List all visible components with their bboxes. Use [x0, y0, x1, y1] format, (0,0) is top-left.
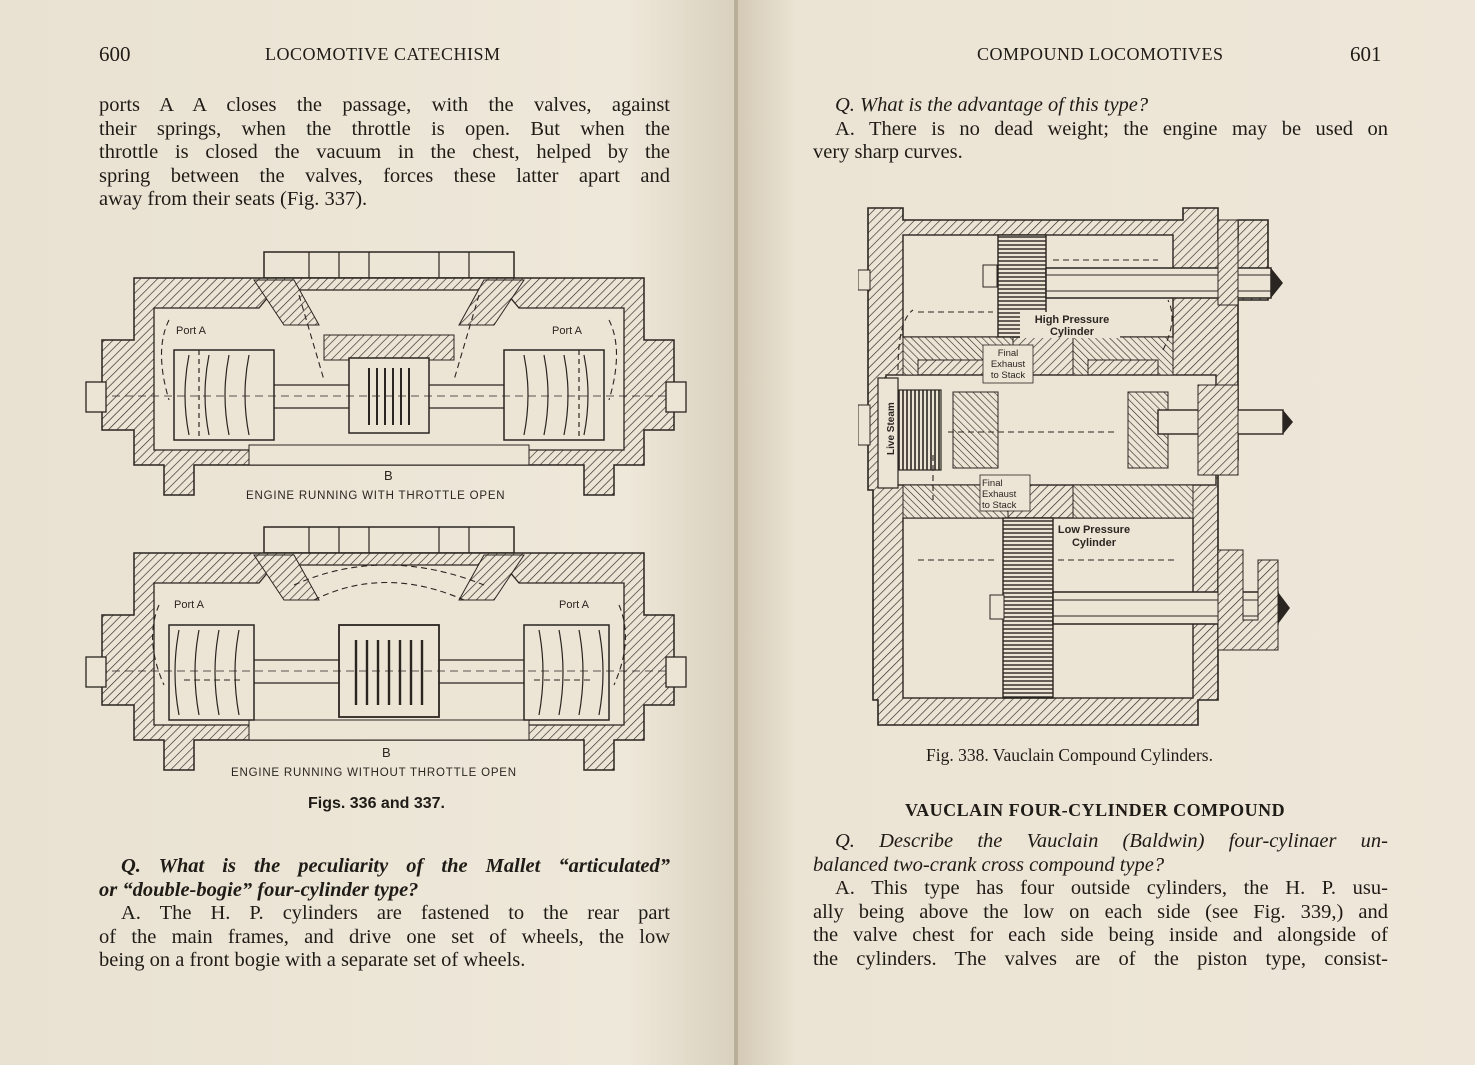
lp-cylinder-label: Low Pressure: [1058, 524, 1130, 536]
page-number: 601: [1350, 42, 1382, 66]
answer-line: the valve chest for each side being insi…: [813, 924, 1388, 946]
figure-caption: Fig. 338. Vauclain Compound Cylinders.: [926, 745, 1213, 765]
running-head: COMPOUND LOCOMOTIVES: [977, 44, 1224, 64]
final-exhaust-label: to Stack: [982, 500, 1017, 511]
figure-337-caption: ENGINE RUNNING WITHOUT THROTTLE OPEN: [231, 767, 517, 779]
paragraph: ports A A closes the passage, with the v…: [99, 94, 670, 212]
final-exhaust-label: Exhaust: [982, 489, 1017, 500]
b-label: B: [384, 468, 393, 483]
text-line: spring between the valves, forces these …: [99, 164, 670, 187]
figure-336-diagram: Port A Port A B ENGINE RUNNING WITH THRO…: [85, 251, 687, 502]
port-a-label-right: Port A: [559, 599, 590, 611]
answer-line: A. The H. P. cylinders are fastened to t…: [121, 902, 670, 924]
section-heading: VAUCLAIN FOUR-CYLINDER COMPOUND: [905, 800, 1286, 820]
lp-cylinder-label: Cylinder: [1072, 537, 1117, 549]
answer-line: of the main frames, and drive one set of…: [99, 925, 670, 948]
left-page: 600 LOCOMOTIVE CATECHISM ports A A close…: [0, 0, 738, 1065]
question-line: Q. Describe the Vauclain (Baldwin) four-…: [835, 830, 1388, 852]
question-line: Q. What is the advantage of this type?: [835, 94, 1149, 116]
answer-line: being on a front bogie with a separate s…: [99, 949, 526, 971]
question-line: Q. What is the peculiarity of the Mallet…: [121, 855, 670, 877]
hp-cylinder-label: Cylinder: [1050, 326, 1095, 338]
answer-line: very sharp curves.: [813, 141, 963, 163]
port-a-label-left: Port A: [174, 599, 205, 611]
port-a-label-right: Port A: [552, 325, 583, 337]
text-line: throttle is closed the vacuum in the che…: [99, 141, 670, 163]
text-line: their springs, when the throttle is open…: [99, 117, 670, 140]
answer-line: ally being above the low on each side (s…: [813, 900, 1388, 923]
question-line: or “double-bogie” four-cylinder type?: [99, 878, 419, 901]
figure-336-caption: ENGINE RUNNING WITH THROTTLE OPEN: [246, 490, 505, 502]
hp-cylinder-label: High Pressure: [1035, 314, 1110, 326]
figure-338-diagram: High Pressure Cylinder Final Exhaust to …: [858, 207, 1293, 726]
final-exhaust-label: Exhaust: [991, 359, 1026, 370]
page-number: 600: [99, 42, 131, 66]
figure-337-diagram: Port A Port A B ENGINE RUNNING WITHOUT T…: [85, 526, 687, 779]
final-exhaust-label: to Stack: [991, 370, 1026, 381]
answer-line: A. There is no dead weight; the engine m…: [835, 117, 1388, 140]
right-page: COMPOUND LOCOMOTIVES 601 Q. What is the …: [738, 0, 1475, 1065]
final-exhaust-label: Final: [982, 478, 1003, 489]
live-steam-label: Live Steam: [886, 402, 897, 455]
running-head: LOCOMOTIVE CATECHISM: [265, 44, 501, 64]
answer-line: the cylinders. The valves are of the pis…: [813, 947, 1388, 970]
question-block: Q. Describe the Vauclain (Baldwin) four-…: [813, 830, 1388, 971]
final-exhaust-label: Final: [998, 348, 1019, 359]
figure-caption: Figs. 336 and 337.: [308, 795, 445, 812]
question-block: Q. What is the peculiarity of the Mallet…: [99, 855, 670, 973]
question-line: balanced two-crank cross compound type?: [813, 853, 1165, 876]
b-label: B: [382, 745, 391, 760]
port-a-label-left: Port A: [176, 325, 207, 337]
paragraph: Q. What is the advantage of this type? A…: [813, 94, 1388, 165]
text-line: away from their seats (Fig. 337).: [99, 188, 368, 210]
answer-line: A. This type has four outside cylinders,…: [835, 877, 1388, 899]
text-line: ports A A closes the passage, with the v…: [99, 94, 670, 116]
